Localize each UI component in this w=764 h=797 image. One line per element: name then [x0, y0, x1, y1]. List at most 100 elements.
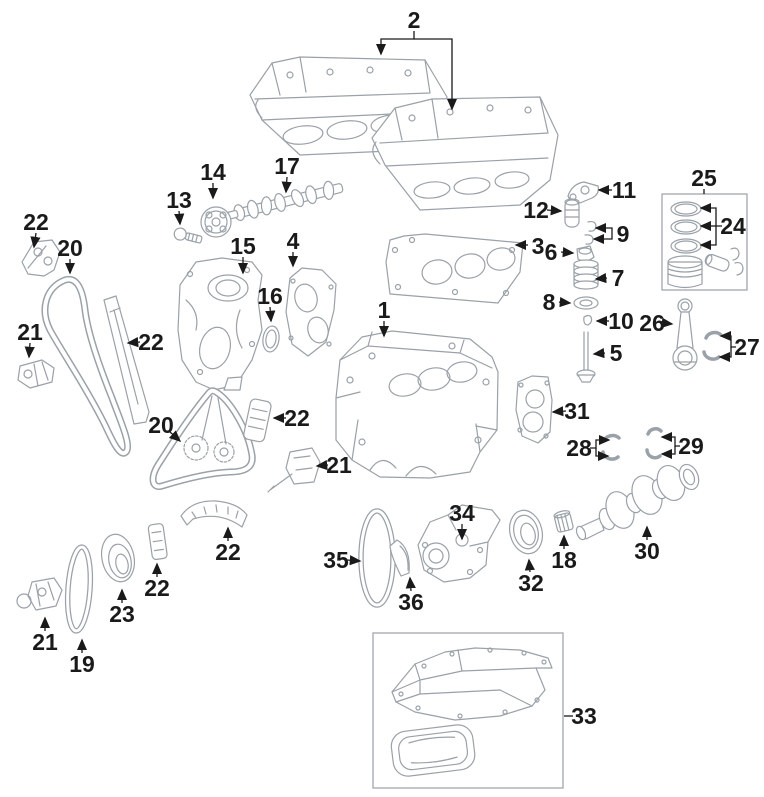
callout-26[interactable]: 26: [639, 310, 665, 336]
leader-line-5: [592, 347, 606, 359]
leader-line-16: [265, 306, 276, 323]
callout-33[interactable]: 33: [571, 703, 597, 729]
leader-line-21: [24, 342, 35, 359]
leader-line-31: [551, 406, 567, 417]
leader-line-27: [719, 330, 736, 348]
valve-drawing: [576, 331, 596, 383]
valve-keepers-drawing: [584, 220, 597, 245]
leader-line-29: [660, 431, 680, 447]
piston-rings-drawing: [670, 201, 702, 254]
leader-line-24: [699, 226, 717, 251]
chain-rail-small-drawing: [147, 523, 168, 561]
callout-12[interactable]: 12: [523, 197, 549, 223]
callout-16[interactable]: 16: [257, 283, 283, 309]
callout-21[interactable]: 21: [32, 629, 58, 655]
callout-36[interactable]: 36: [398, 589, 424, 615]
callout-22[interactable]: 22: [215, 539, 241, 565]
callout-5[interactable]: 5: [610, 340, 623, 366]
callout-21[interactable]: 21: [326, 452, 352, 478]
spring-seat-washer-drawing: [573, 296, 599, 310]
leader-line-22: [30, 232, 41, 249]
leader-line-7: [594, 272, 608, 284]
leader-line-6: [560, 247, 575, 258]
callout-8[interactable]: 8: [543, 289, 556, 315]
callout-22[interactable]: 22: [144, 575, 170, 601]
callout-20[interactable]: 20: [148, 412, 174, 438]
leader-line-28: [590, 434, 611, 449]
crankshaft-drawing: [575, 463, 700, 541]
callout-30[interactable]: 30: [634, 538, 660, 564]
rear-end-plate-drawing: [515, 375, 553, 444]
leader-line-2: [414, 38, 458, 111]
leader-line-8: [558, 296, 572, 308]
callout-27[interactable]: 27: [734, 334, 760, 360]
callout-4[interactable]: 4: [287, 228, 300, 254]
timing-cover-case-drawing: [177, 257, 263, 391]
leader-line-35: [346, 555, 362, 566]
leader-line-9: [594, 222, 613, 234]
callout-18[interactable]: 18: [551, 547, 577, 573]
leader-line-29: [660, 446, 676, 460]
upper-oil-pan-drawing: [391, 647, 553, 721]
callout-35[interactable]: 35: [323, 547, 349, 573]
chain-guide-rail-left-drawing: [103, 295, 150, 425]
callout-14[interactable]: 14: [200, 159, 226, 185]
chain-guide-rail-mid-drawing: [243, 398, 272, 443]
oil-pump-chain-guide-drawing: [389, 539, 410, 577]
callout-23[interactable]: 23: [109, 601, 135, 627]
oil-pan-box: [372, 632, 564, 789]
callout-1[interactable]: 1: [378, 297, 391, 323]
callout-34[interactable]: 34: [449, 500, 475, 526]
lower-oil-pan-drawing: [390, 724, 476, 777]
leader-line-9: [592, 233, 613, 245]
valve-spring-retainer-drawing: [576, 245, 595, 262]
leader-line-24: [699, 202, 722, 227]
callout-25[interactable]: 25: [691, 165, 717, 191]
callout-10[interactable]: 10: [608, 308, 634, 334]
callout-24[interactable]: 24: [720, 213, 746, 239]
curved-chain-guide-drawing: [180, 500, 248, 528]
valve-lifter-drawing: [564, 198, 580, 228]
rod-bearing-shells-drawing: [702, 330, 723, 361]
callout-15[interactable]: 15: [230, 233, 256, 259]
leader-line-20: [168, 430, 182, 442]
front-cover-plate-drawing: [223, 267, 337, 391]
leader-line-22: [126, 337, 141, 348]
callout-7[interactable]: 7: [612, 265, 625, 291]
callout-20[interactable]: 20: [57, 235, 83, 261]
head-gasket-drawing: [385, 233, 524, 304]
leader-line-27: [718, 347, 732, 363]
callout-2[interactable]: 2: [408, 7, 421, 33]
timing-chain-secondary-drawing: [149, 387, 256, 490]
chain-tensioner-mid-drawing: [267, 447, 321, 493]
crank-pulley-drawing: [508, 509, 544, 555]
crank-seal-ring-drawing: [262, 325, 280, 353]
callout-31[interactable]: 31: [564, 398, 590, 424]
callout-22[interactable]: 22: [23, 209, 49, 235]
callout-9[interactable]: 9: [617, 221, 630, 247]
leader-line-21: [315, 459, 329, 471]
camshaft-gear-drawing: [200, 206, 232, 238]
callout-19[interactable]: 19: [69, 651, 95, 677]
piston-drawing: [667, 255, 703, 289]
leader-line-13: [174, 210, 185, 226]
callout-6[interactable]: 6: [545, 239, 558, 265]
leader-line-26: [661, 317, 674, 328]
callout-11[interactable]: 11: [612, 177, 637, 203]
valve-stem-seal-drawing: [583, 314, 593, 326]
callout-32[interactable]: 32: [518, 570, 544, 596]
leader-line-36: [405, 576, 416, 592]
callout-22[interactable]: 22: [284, 405, 310, 431]
callout-29[interactable]: 29: [678, 433, 704, 459]
engine-block-drawing: [335, 330, 499, 479]
callout-21[interactable]: 21: [17, 319, 43, 345]
callout-3[interactable]: 3: [532, 233, 545, 259]
thrust-bearing-shells-drawing: [645, 427, 663, 460]
callout-22[interactable]: 22: [138, 329, 164, 355]
callout-28[interactable]: 28: [566, 435, 592, 461]
callout-17[interactable]: 17: [274, 153, 300, 179]
chain-tensioner-left-drawing: [17, 359, 55, 389]
callout-13[interactable]: 13: [166, 187, 192, 213]
